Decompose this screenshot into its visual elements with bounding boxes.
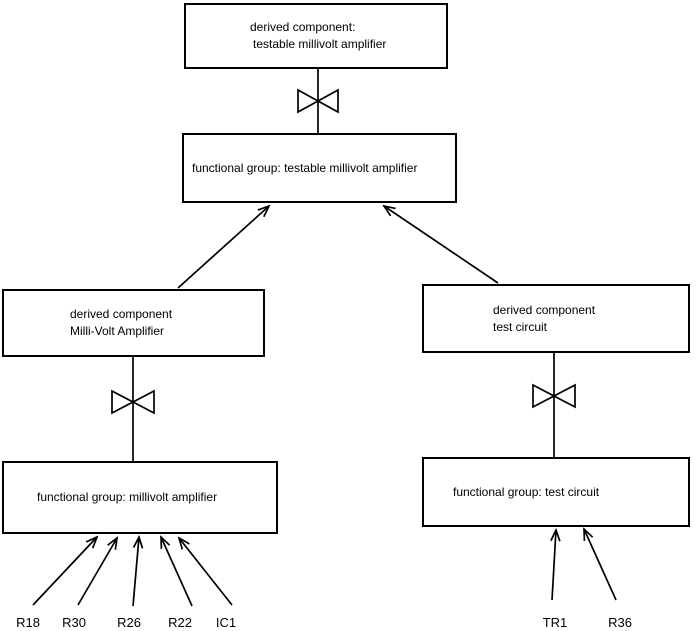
bowtie-top-icon bbox=[297, 88, 339, 114]
part-label-R26: R26 bbox=[117, 615, 141, 630]
node-derived-component-milli-volt-amplifier: derived component Milli-Volt Amplifier bbox=[2, 289, 265, 357]
arrow-R26 bbox=[132, 537, 139, 607]
part-label-IC1: IC1 bbox=[215, 615, 237, 630]
part-label-R18: R18 bbox=[16, 615, 40, 630]
node-label-line: functional group: test circuit bbox=[453, 484, 600, 499]
node-label-line: test circuit bbox=[493, 319, 548, 334]
node-label-line: functional group: millivolt amplifier bbox=[37, 490, 218, 504]
node-label-line: derived component bbox=[493, 302, 596, 317]
node-functional-group-test-circuit: functional group: test circuit bbox=[422, 457, 690, 527]
node-label-line: Milli-Volt Amplifier bbox=[70, 324, 165, 338]
node-label-line: derived component: bbox=[250, 20, 356, 34]
node-label-line: derived component bbox=[70, 307, 173, 321]
part-label-R36: R36 bbox=[608, 615, 632, 630]
arrow-R36 bbox=[584, 529, 617, 601]
arrow-left-derived-to-fg-testable bbox=[177, 206, 269, 289]
arrow-R30 bbox=[77, 538, 117, 606]
bowtie-left-icon bbox=[111, 389, 155, 415]
node-functional-group-testable-millivolt-amplifier: functional group: testable millivolt amp… bbox=[182, 133, 457, 203]
part-label-R22: R22 bbox=[168, 615, 192, 630]
node-label-line: functional group: testable millivolt amp… bbox=[192, 160, 418, 175]
node-functional-group-millivolt-amplifier: functional group: millivolt amplifier bbox=[2, 461, 278, 534]
bowtie-right-icon bbox=[532, 383, 576, 409]
part-label-R30: R30 bbox=[62, 615, 86, 630]
arrow-TR1 bbox=[552, 530, 556, 601]
arrow-IC1 bbox=[179, 538, 233, 606]
node-derived-component-testable-millivolt-amplifier: derived component: testable millivolt am… bbox=[184, 3, 448, 69]
arrow-R22 bbox=[161, 537, 193, 607]
arrow-right-derived-to-fg-testable bbox=[384, 206, 499, 284]
node-label-line: testable millivolt amplifier bbox=[253, 37, 387, 51]
part-label-TR1: TR1 bbox=[542, 615, 568, 630]
node-derived-component-test-circuit: derived component test circuit bbox=[422, 284, 690, 353]
arrow-R18 bbox=[32, 537, 97, 606]
